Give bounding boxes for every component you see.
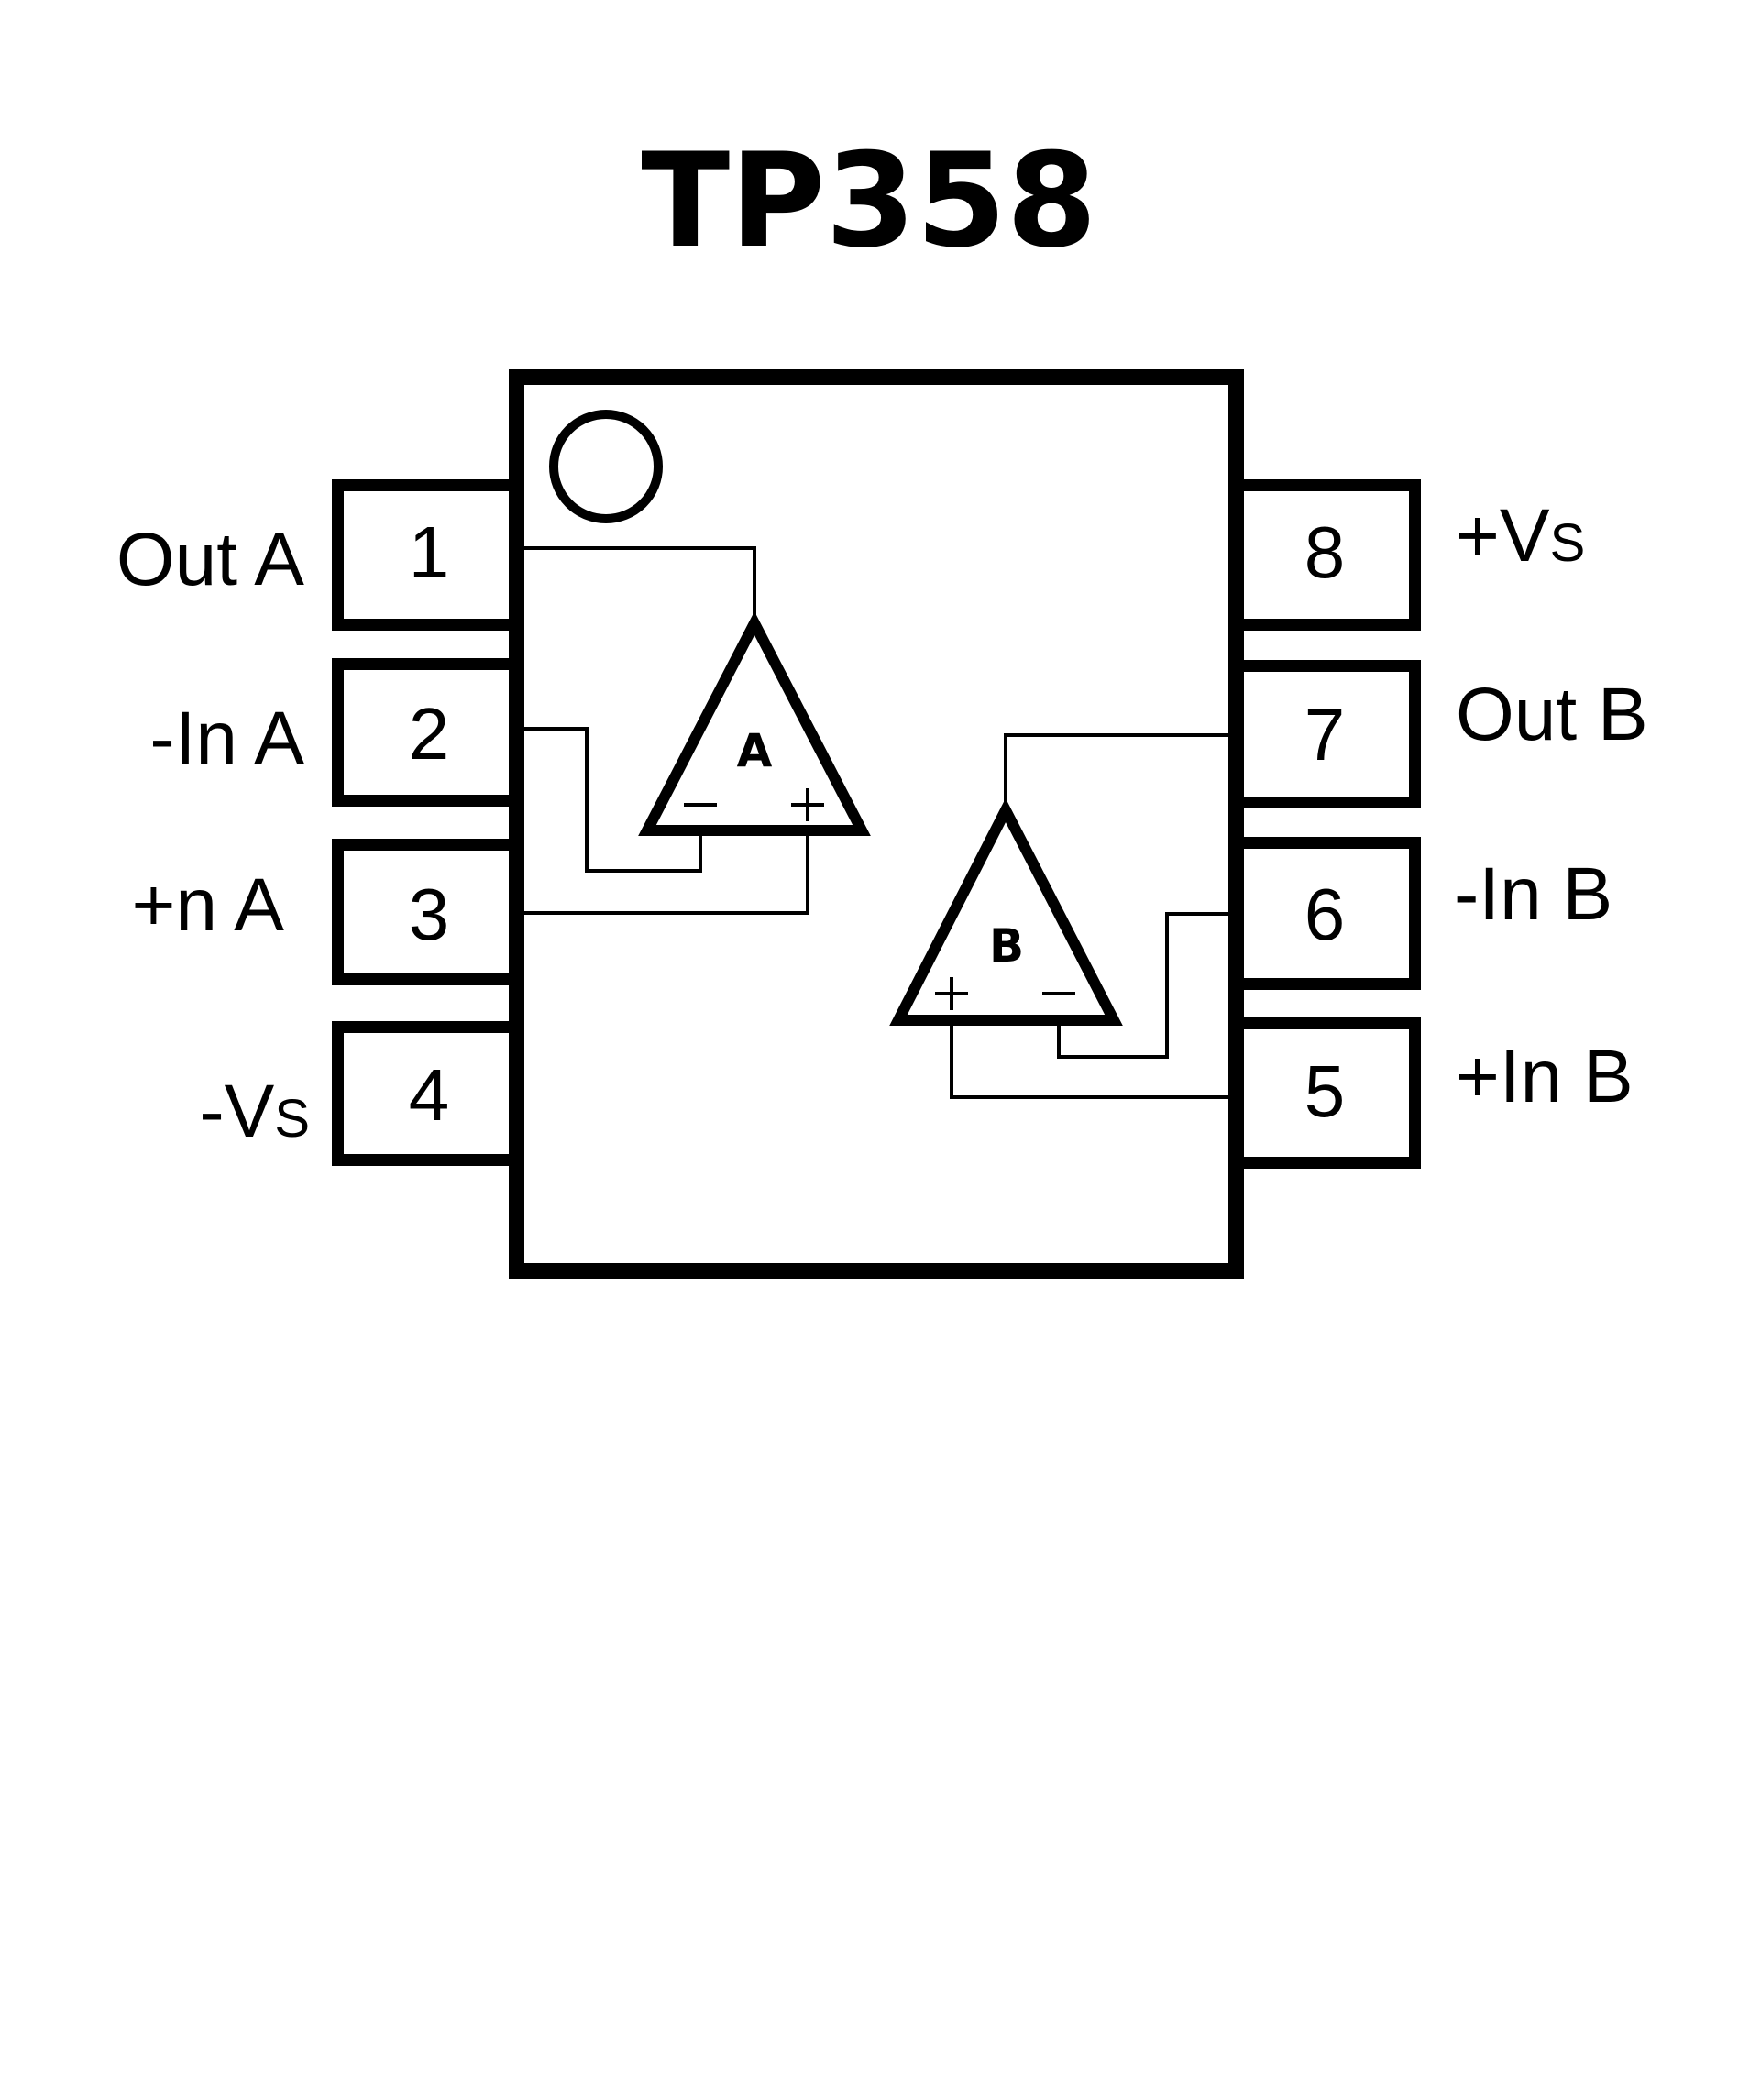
pin-number: 2 <box>409 693 450 775</box>
wire-out-a <box>524 546 756 620</box>
pin-box <box>332 658 527 807</box>
wire-in-minus-a <box>524 727 702 873</box>
pin-label-main: +In B <box>1456 1035 1634 1118</box>
pin-6: 6 -In B <box>1226 837 1612 990</box>
pin-label-subscript: S <box>1550 513 1586 573</box>
pin-label-main: +V <box>1456 494 1550 577</box>
op-amp-triangle-b <box>889 797 1123 1026</box>
op-amp-triangle-a <box>638 610 871 836</box>
pin-number: 6 <box>1304 874 1346 955</box>
pin-number: 5 <box>1304 1050 1346 1132</box>
pin-label-main: -V <box>199 1070 274 1153</box>
pin-number: 3 <box>409 874 450 955</box>
pin-box <box>332 479 527 631</box>
pin-label: +In B <box>1456 1035 1634 1118</box>
pin-label-main: Out A <box>116 518 304 601</box>
pin-number: 4 <box>409 1054 450 1136</box>
pin-number: 8 <box>1304 511 1346 593</box>
package-body-fill <box>524 385 1228 1263</box>
op-amp-a: A <box>638 610 871 836</box>
pin-label: +VS <box>1456 494 1585 577</box>
pin-7: 7 Out B <box>1226 660 1648 808</box>
pin-label-main: -In A <box>149 697 304 780</box>
pin-3: 3 +n A <box>132 839 527 985</box>
pin-label: -In B <box>1454 852 1612 936</box>
wire-in-plus-b <box>950 1020 1228 1099</box>
pin-box <box>1226 1017 1421 1169</box>
pin-number: 1 <box>409 511 450 593</box>
pin-label-main: Out B <box>1456 673 1648 756</box>
pin-5: 5 +In B <box>1226 1017 1634 1169</box>
pin-label-main: -In B <box>1454 852 1612 936</box>
pin-number: 7 <box>1304 694 1346 775</box>
pin-label: Out B <box>1456 673 1648 756</box>
pin-box <box>332 839 527 985</box>
left-pins: 1 Out A 2 -In A 3 +n A 4 -VS <box>116 479 527 1166</box>
wire-out-b <box>1004 733 1228 808</box>
chip-title: TP358 <box>641 126 1096 277</box>
op-amp-b: B <box>889 797 1123 1026</box>
pin-label: +n A <box>132 863 285 947</box>
pin1-notch-icon <box>549 410 663 523</box>
pin-4: 4 -VS <box>199 1021 527 1166</box>
pin-label: -VS <box>199 1070 310 1153</box>
wire-in-minus-b <box>1057 912 1228 1059</box>
pin-label-main: +n A <box>132 863 285 947</box>
pin-box <box>1226 837 1421 990</box>
pin-label-subscript: S <box>274 1089 310 1149</box>
pin-2: 2 -In A <box>149 658 527 807</box>
package-body <box>509 369 1244 1279</box>
pin-label: -In A <box>149 697 304 780</box>
op-amp-label-a: A <box>737 724 773 777</box>
pin-1: 1 Out A <box>116 479 527 631</box>
op-amp-label-b: B <box>989 919 1024 973</box>
pin-label: Out A <box>116 518 304 601</box>
wire-in-plus-a <box>524 830 809 915</box>
